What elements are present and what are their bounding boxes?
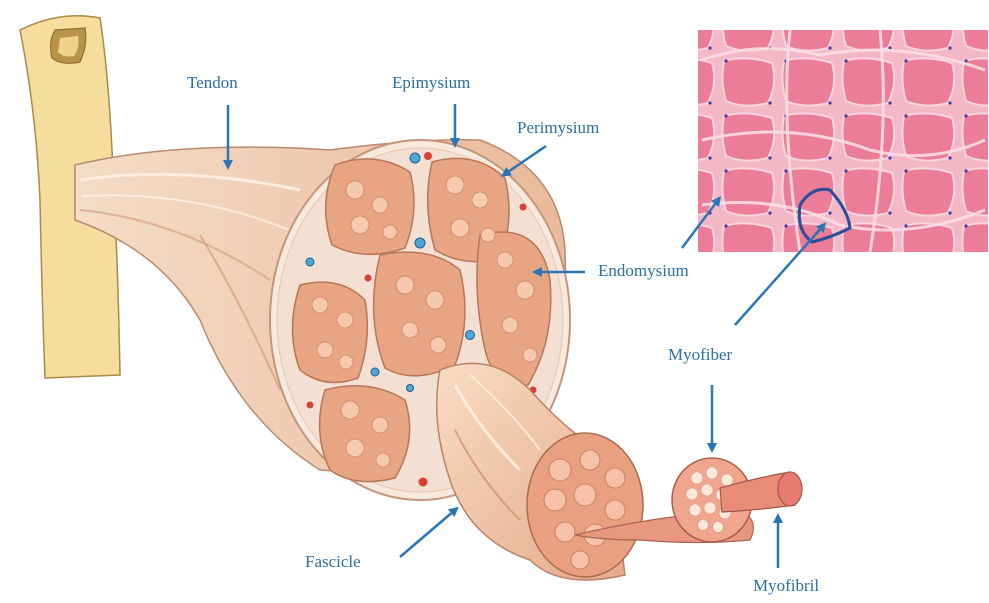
label-epimysium: Epimysium [392, 74, 470, 91]
label-endomysium: Endomysium [598, 262, 689, 279]
label-perimysium: Perimysium [517, 119, 599, 136]
label-myofibril: Myofibril [753, 577, 819, 594]
histology-micrograph [698, 30, 988, 252]
label-myofiber: Myofiber [668, 346, 732, 363]
label-tendon: Tendon [187, 74, 238, 91]
fascicle-arrow [400, 510, 455, 557]
label-fascicle: Fascicle [305, 553, 361, 570]
